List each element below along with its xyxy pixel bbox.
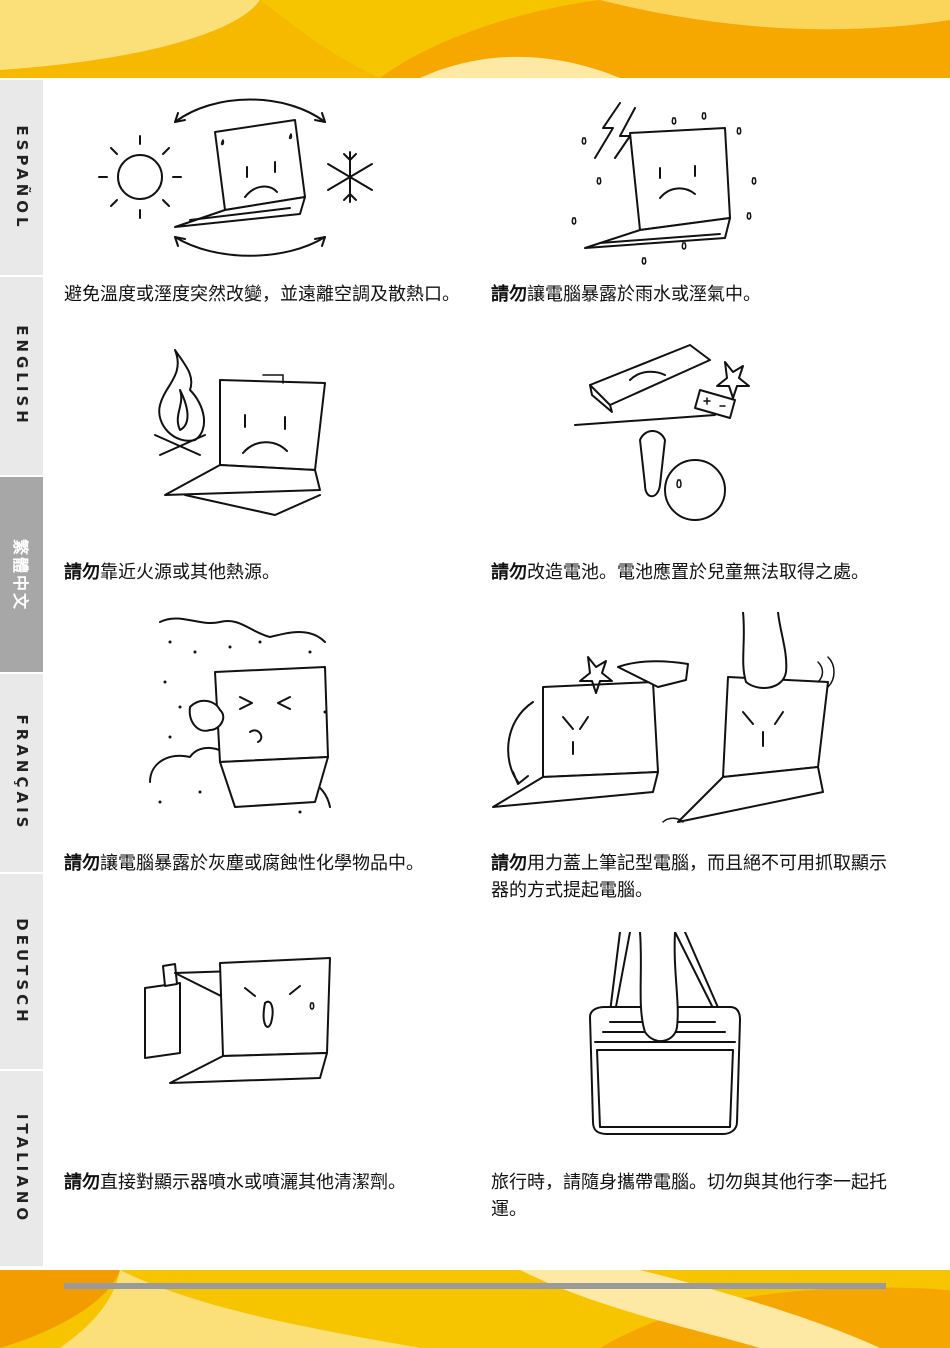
battery-child-icon <box>570 340 770 530</box>
warning-caption-3: 請勿靠近火源或其他熱源。 <box>64 559 464 586</box>
tab-deutsch-label: DEUTSCH <box>13 918 31 1025</box>
tab-francais-label: FRANÇAIS <box>13 715 31 832</box>
warning-caption-2: 請勿讓電腦暴露於雨水或溼氣中。 <box>491 281 891 308</box>
tab-espanol[interactable]: ESPAÑOL <box>0 80 43 277</box>
laptop-spray-icon <box>135 948 345 1098</box>
warning-caption-1: 避免溫度或溼度突然改變，並遠離空調及散熱口。 <box>64 281 464 308</box>
tab-francais[interactable]: FRANÇAIS <box>0 674 43 874</box>
tab-english[interactable]: ENGLISH <box>0 277 43 477</box>
footer-rule <box>64 1283 886 1289</box>
warning-caption-8: 旅行時，請隨身攜帶電腦。切勿與其他行李一起托運。 <box>491 1169 891 1223</box>
laptop-dust-icon <box>140 612 340 832</box>
tab-deutsch[interactable]: DEUTSCH <box>0 874 43 1071</box>
tab-italiano[interactable]: ITALIANO <box>0 1071 43 1268</box>
tab-traditional-chinese[interactable]: 繁體中文 <box>0 477 43 674</box>
tab-english-label: ENGLISH <box>13 325 31 427</box>
bottom-decorative-band <box>0 1270 950 1348</box>
tab-traditional-chinese-label: 繁體中文 <box>10 538 34 610</box>
warning-caption-6: 請勿用力蓋上筆記型電腦，而且絕不可用抓取顯示器的方式提起電腦。 <box>491 850 891 904</box>
tab-espanol-label: ESPAÑOL <box>13 125 31 230</box>
laptop-temperature-change-icon <box>95 92 395 262</box>
warning-caption-4: 請勿改造電池。電池應置於兒童無法取得之處。 <box>491 559 891 586</box>
tab-italiano-label: ITALIANO <box>13 1113 31 1223</box>
laptop-slam-lid-icon <box>488 612 843 842</box>
laptop-carry-bag-icon <box>585 932 745 1137</box>
laptop-fire-icon <box>145 345 345 525</box>
warning-caption-5: 請勿讓電腦暴露於灰塵或腐蝕性化學物品中。 <box>64 850 464 877</box>
top-decorative-band <box>0 0 950 78</box>
laptop-rain-icon <box>555 98 775 278</box>
warning-caption-7: 請勿直接對顯示器噴水或噴灑其他清潔劑。 <box>64 1169 464 1196</box>
